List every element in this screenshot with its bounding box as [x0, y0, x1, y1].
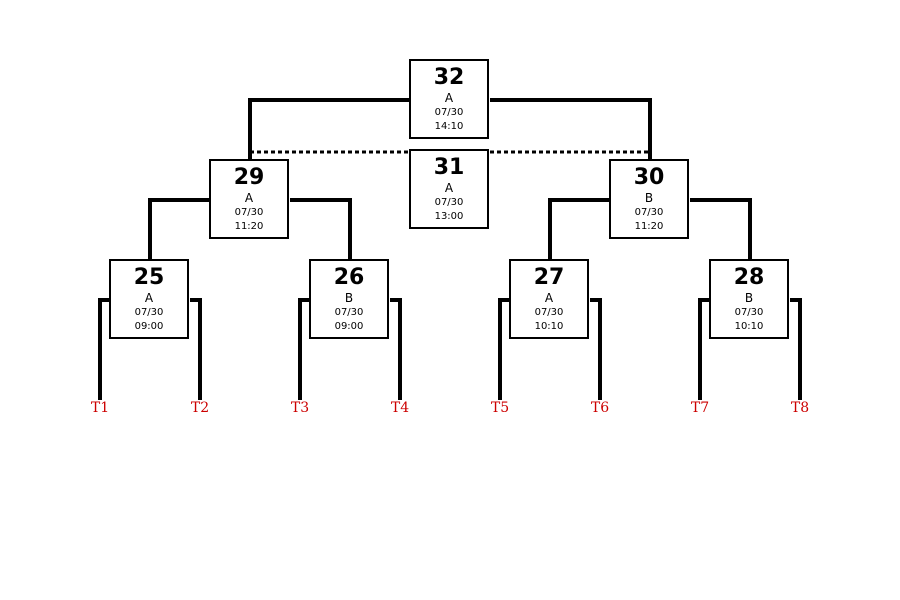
match-number: 32 [433, 65, 465, 90]
match-time: 09:00 [134, 321, 164, 332]
match-time: 14:10 [434, 121, 464, 132]
match-31-box[interactable]: 31 A 07/30 13:00 [409, 149, 489, 229]
team-label-t6: T6 [590, 400, 610, 416]
match-number: 28 [733, 265, 765, 290]
match-number: 27 [533, 265, 565, 290]
team-label-t4: T4 [390, 400, 410, 416]
bracket-line-semi30-right [690, 198, 752, 260]
match-court: A [244, 191, 254, 205]
match-time: 11:20 [234, 221, 264, 232]
match-time: 10:10 [734, 321, 764, 332]
match-date: 07/30 [734, 307, 764, 318]
match-number: 25 [133, 265, 165, 290]
bracket-line-t3 [298, 298, 310, 400]
match-date: 07/30 [134, 307, 164, 318]
bracket-line-semi29-left [148, 198, 210, 260]
match-number: 30 [633, 165, 665, 190]
team-label-t5: T5 [490, 400, 510, 416]
bracket-line-t5 [498, 298, 510, 400]
match-date: 07/30 [434, 197, 464, 208]
team-label-t8: T8 [790, 400, 810, 416]
match-court: A [444, 181, 454, 195]
match-29-box[interactable]: 29 A 07/30 11:20 [209, 159, 289, 239]
match-date: 07/30 [234, 207, 264, 218]
bracket-line-t4 [390, 298, 402, 400]
match-32-box[interactable]: 32 A 07/30 14:10 [409, 59, 489, 139]
match-25-box[interactable]: 25 A 07/30 09:00 [109, 259, 189, 339]
match-time: 10:10 [534, 321, 564, 332]
bracket-line-semi30-left [548, 198, 610, 260]
match-court: B [644, 191, 654, 205]
bracket-line-t7 [698, 298, 710, 400]
match-date: 07/30 [334, 307, 364, 318]
match-date: 07/30 [634, 207, 664, 218]
match-court: A [444, 91, 454, 105]
match-number: 26 [333, 265, 365, 290]
team-label-t7: T7 [690, 400, 710, 416]
bracket-line-final-left [248, 98, 410, 160]
match-30-box[interactable]: 30 B 07/30 11:20 [609, 159, 689, 239]
match-court: B [344, 291, 354, 305]
team-label-t2: T2 [190, 400, 210, 416]
match-number: 31 [433, 155, 465, 180]
match-28-box[interactable]: 28 B 07/30 10:10 [709, 259, 789, 339]
match-time: 13:00 [434, 211, 464, 222]
match-time: 11:20 [634, 221, 664, 232]
bracket-line-semi29-right [290, 198, 352, 260]
bracket-line-final-right [490, 98, 652, 160]
match-number: 29 [233, 165, 265, 190]
match-time: 09:00 [334, 321, 364, 332]
bracket-line-t2 [190, 298, 202, 400]
team-label-t1: T1 [90, 400, 110, 416]
match-court: B [744, 291, 754, 305]
match-date: 07/30 [534, 307, 564, 318]
bracket-line-t6 [590, 298, 602, 400]
bracket-line-t8 [790, 298, 802, 400]
match-date: 07/30 [434, 107, 464, 118]
match-court: A [544, 291, 554, 305]
match-27-box[interactable]: 27 A 07/30 10:10 [509, 259, 589, 339]
team-label-t3: T3 [290, 400, 310, 416]
bracket-line-t1 [98, 298, 110, 400]
match-court: A [144, 291, 154, 305]
match-26-box[interactable]: 26 B 07/30 09:00 [309, 259, 389, 339]
